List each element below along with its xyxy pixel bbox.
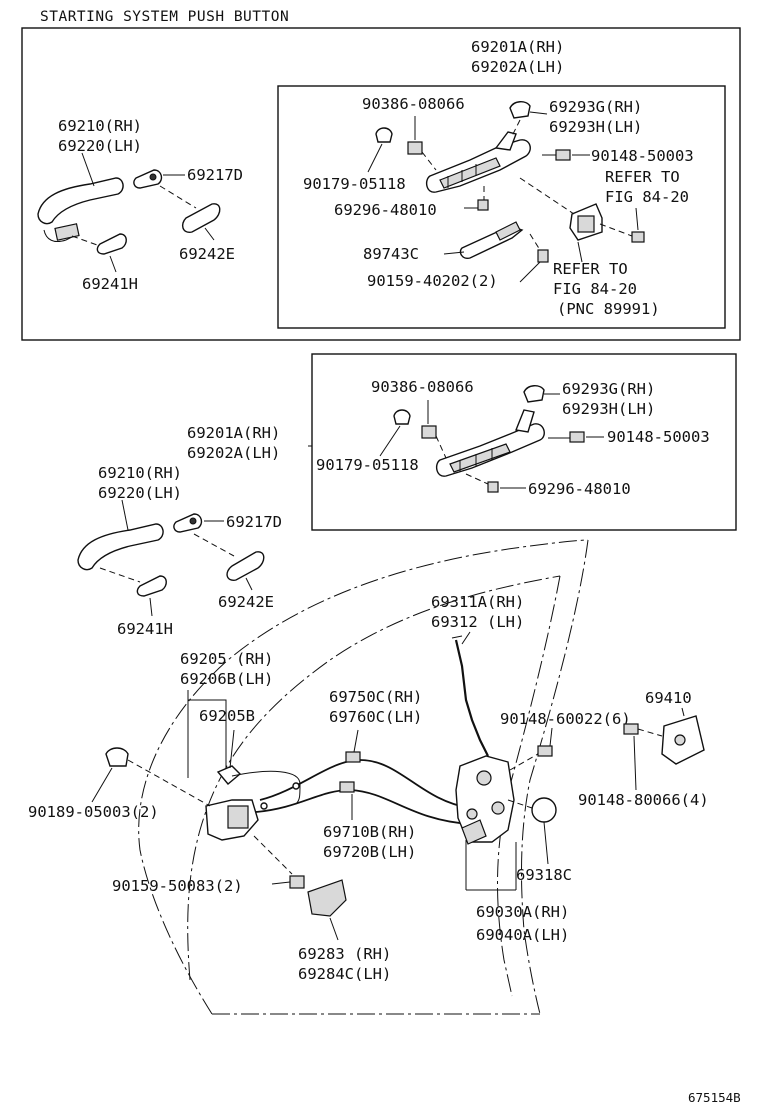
label-pad-handle-lower: 69241H xyxy=(117,620,173,638)
screw-lock xyxy=(509,727,553,771)
lower-parts xyxy=(77,385,604,617)
door-outline xyxy=(138,539,589,1015)
label-bolt-sensor: 90159-40202(2) xyxy=(367,272,498,290)
pad-rear-lower xyxy=(226,551,265,591)
lower-handle-assy-box xyxy=(311,353,737,531)
label-refer-1-line1: REFER TO xyxy=(605,168,680,186)
label-cable-lower-lh: 69720B(LH) xyxy=(323,843,416,861)
screw-handle xyxy=(253,835,305,889)
label-outer-handle-lh-lower: 69220(LH) xyxy=(98,484,182,502)
label-bezel-lh: 69284C(LH) xyxy=(298,965,391,983)
pad-front-upper xyxy=(133,169,197,209)
label-pad-front: 69217D xyxy=(187,166,243,184)
label-pad-rear: 69242E xyxy=(179,245,235,263)
upper-labels: 69201A(RH) 69202A(LH) 90386-08066 69293G… xyxy=(58,38,694,318)
label-handle-assy-lh-lower: 69202A(LH) xyxy=(187,444,280,462)
label-bolt-top-lower: 90148-50003 xyxy=(607,428,710,446)
label-handle-assy-rh-lower: 69201A(RH) xyxy=(187,424,280,442)
label-sensor: 89743C xyxy=(363,245,419,263)
push-button-switch xyxy=(519,177,645,263)
bolt-sensor-upper xyxy=(519,233,549,283)
screw-frame-lower xyxy=(465,473,526,493)
label-refer-2-line2: FIG 84-20 xyxy=(553,280,637,298)
label-clip: 90179-05118 xyxy=(303,175,406,193)
label-screw-lock: 90148-60022(6) xyxy=(500,710,631,728)
label-refer-2-line1: REFER TO xyxy=(553,260,628,278)
label-lock-assy-rh: 69030A(RH) xyxy=(476,903,569,921)
label-rod-rh: 69311A(RH) xyxy=(431,593,524,611)
label-refer-2-line3: (PNC 89991) xyxy=(557,300,660,318)
label-outer-handle-lh: 69220(LH) xyxy=(58,137,142,155)
label-striker: 69410 xyxy=(645,689,692,707)
door-parts xyxy=(91,631,705,941)
bolt-top-upper xyxy=(542,149,590,161)
label-cap-rh-lower: 69293G(RH) xyxy=(562,380,655,398)
lower-labels: 90386-08066 69293G(RH) 69293H(LH) 69201A… xyxy=(98,378,710,638)
lock-rod xyxy=(451,631,489,757)
label-inside-handle-rh: 69205 (RH) xyxy=(180,650,273,668)
label-frame-screw-lower: 90386-08066 xyxy=(371,378,474,396)
label-rod-lh: 69312 (LH) xyxy=(431,613,524,631)
label-clip-lower: 90179-05118 xyxy=(316,456,419,474)
label-clip-handle: 90189-05003(2) xyxy=(28,803,159,821)
label-outer-handle-rh: 69210(RH) xyxy=(58,117,142,135)
pad-handle-upper xyxy=(71,233,127,273)
pad-rear-upper xyxy=(181,203,221,241)
label-pad-rear-lower: 69242E xyxy=(218,593,274,611)
frame-screw-lower xyxy=(421,400,447,459)
label-screw-frame: 69296-48010 xyxy=(334,201,437,219)
label-cover-lock: 69318C xyxy=(516,866,572,884)
door-labels: 69311A(RH) 69312 (LH) 69205 (RH) 69206B(… xyxy=(28,593,709,983)
cover-lock xyxy=(507,797,557,865)
label-screw-handle: 90159-50083(2) xyxy=(112,877,243,895)
label-inside-handle-lh: 69206B(LH) xyxy=(180,670,273,688)
label-pad-front-lower: 69217D xyxy=(226,513,282,531)
label-cable-upper-lh: 69760C(LH) xyxy=(329,708,422,726)
label-cap-lh: 69293H(LH) xyxy=(549,118,642,136)
sensor-upper xyxy=(443,221,524,260)
diagram-title: STARTING SYSTEM PUSH BUTTON xyxy=(40,9,289,25)
label-frame-screw: 90386-08066 xyxy=(362,95,465,113)
label-bezel-rh: 69283 (RH) xyxy=(298,945,391,963)
clip-upper xyxy=(367,127,393,173)
cap-lower xyxy=(523,385,560,403)
label-cap-rh: 69293G(RH) xyxy=(549,98,642,116)
outer-handle-lower xyxy=(77,499,164,583)
upper-section-frame xyxy=(21,27,741,341)
inside-handle xyxy=(205,729,259,841)
cap-upper xyxy=(509,101,548,137)
label-screw-striker: 90148-80066(4) xyxy=(578,791,709,809)
label-cap-lh-lower: 69293H(LH) xyxy=(562,400,655,418)
upper-handle-assy-box xyxy=(277,85,726,329)
label-cable-lower-rh: 69710B(RH) xyxy=(323,823,416,841)
label-inside-handle-part: 69205B xyxy=(199,707,255,725)
label-handle-assy-rh: 69201A(RH) xyxy=(471,38,564,56)
label-screw-frame-lower: 69296-48010 xyxy=(528,480,631,498)
screw-frame-upper xyxy=(464,186,489,211)
bezel xyxy=(307,879,347,941)
door-lock-assy xyxy=(455,755,517,891)
label-refer-1-line2: FIG 84-20 xyxy=(605,188,689,206)
clip-handle xyxy=(91,747,211,807)
label-outer-handle-rh-lower: 69210(RH) xyxy=(98,464,182,482)
striker xyxy=(623,707,705,791)
clip-lower xyxy=(379,409,411,457)
figure-id: 675154B xyxy=(688,1090,741,1105)
outer-handle-upper xyxy=(37,152,124,243)
handle-frame-upper xyxy=(425,131,531,193)
pad-front-lower xyxy=(173,513,235,557)
upper-parts xyxy=(37,101,645,283)
label-pad-handle: 69241H xyxy=(82,275,138,293)
handle-frame-lower xyxy=(435,409,545,477)
label-cable-upper-rh: 69750C(RH) xyxy=(329,688,422,706)
frame-screw-upper xyxy=(407,116,437,171)
label-bolt-top: 90148-50003 xyxy=(591,147,694,165)
pad-handle-lower xyxy=(136,575,167,617)
label-lock-assy-lh: 69040A(LH) xyxy=(476,926,569,944)
cables xyxy=(231,729,471,825)
label-handle-assy-lh: 69202A(LH) xyxy=(471,58,564,76)
bolt-top-lower xyxy=(548,431,604,443)
